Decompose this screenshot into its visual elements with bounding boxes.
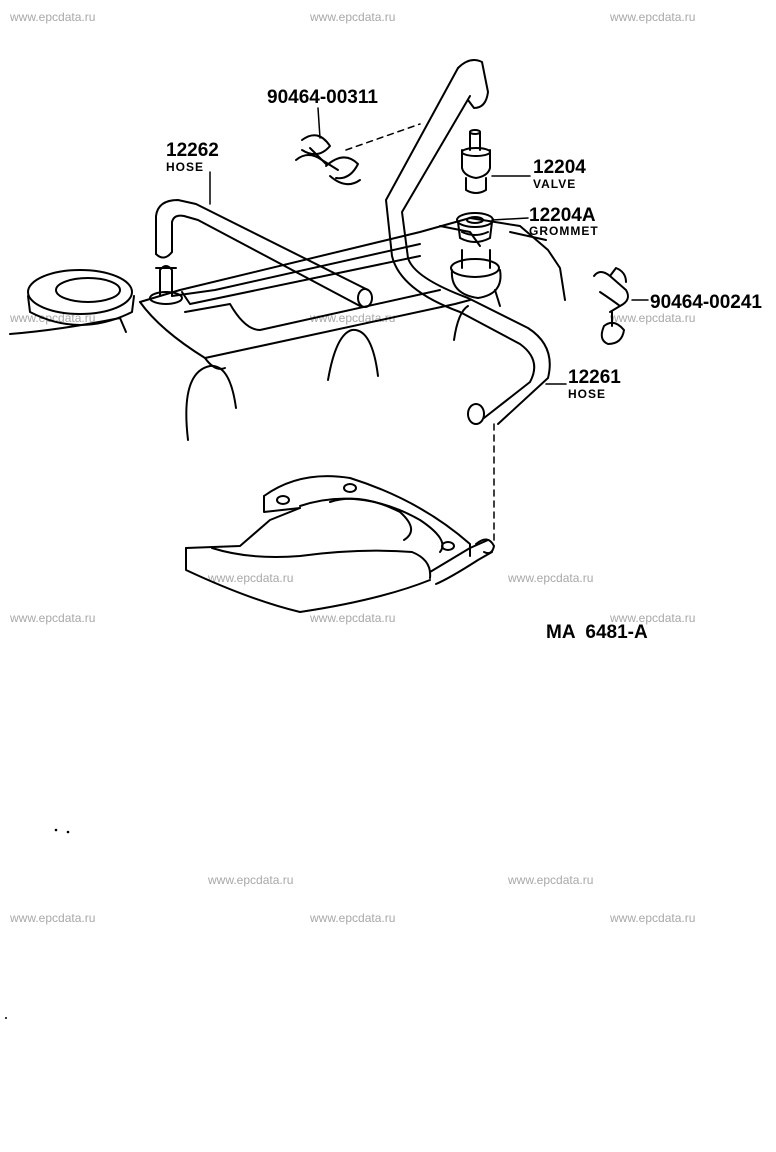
stray-mark	[54, 828, 58, 832]
watermark: www.epcdata.ru	[309, 10, 395, 24]
cylinder-head-cover	[119, 217, 566, 441]
watermark: www.epcdata.ru	[309, 911, 395, 925]
part-number: 12204	[533, 157, 586, 178]
clip-90464-00311-drawing	[295, 134, 361, 186]
valve-12204-drawing	[461, 129, 491, 194]
watermark: www.epcdata.ru	[207, 873, 293, 887]
watermark: www.epcdata.ru	[309, 311, 395, 325]
watermark: www.epcdata.ru	[207, 571, 293, 585]
callout-90464-00311[interactable]: 90464-00311	[267, 87, 378, 108]
watermark: www.epcdata.ru	[9, 611, 95, 625]
part-name: HOSE	[166, 160, 204, 174]
callout-12262[interactable]: 12262 HOSE	[166, 140, 219, 174]
callout-12204[interactable]: 12204 VALVE	[533, 157, 586, 191]
watermark: www.epcdata.ru	[507, 873, 593, 887]
part-number: 90464-00241	[650, 292, 762, 313]
watermark: www.epcdata.ru	[9, 911, 95, 925]
grommet-12204A-drawing	[456, 212, 494, 243]
watermarks: www.epcdata.ru www.epcdata.ru www.epcdat…	[9, 10, 695, 925]
clip-90464-00241-drawing	[593, 267, 629, 345]
stray-mark	[5, 1017, 7, 1019]
cover-port	[450, 249, 502, 299]
oil-filler-cap	[9, 269, 135, 335]
diagram-code: MA 6481-A	[546, 622, 648, 643]
part-number: 90464-00311	[267, 87, 378, 108]
callout-12261[interactable]: 12261 HOSE	[568, 367, 621, 401]
watermark: www.epcdata.ru	[609, 311, 695, 325]
callout-90464-00241[interactable]: 90464-00241	[650, 292, 762, 313]
part-number: 12204A	[529, 205, 596, 226]
breather-nipple	[149, 265, 183, 305]
watermark: www.epcdata.ru	[507, 571, 593, 585]
part-name: HOSE	[568, 387, 606, 401]
part-name: GROMMET	[529, 224, 599, 238]
part-number: 12262	[166, 140, 219, 161]
watermark: www.epcdata.ru	[609, 911, 695, 925]
intake-manifold	[185, 475, 495, 613]
hose-12262-drawing	[155, 199, 373, 308]
watermark: www.epcdata.ru	[609, 10, 695, 24]
hose-12261-drawing	[385, 59, 551, 425]
stray-mark	[66, 830, 70, 834]
watermark: www.epcdata.ru	[609, 611, 695, 625]
watermark: www.epcdata.ru	[9, 10, 95, 24]
watermark: www.epcdata.ru	[309, 611, 395, 625]
leader-lines	[209, 107, 649, 541]
engine-drawing	[9, 217, 566, 613]
part-name: VALVE	[533, 177, 576, 191]
callout-12204A[interactable]: 12204A GROMMET	[529, 205, 599, 238]
part-number: 12261	[568, 367, 621, 388]
